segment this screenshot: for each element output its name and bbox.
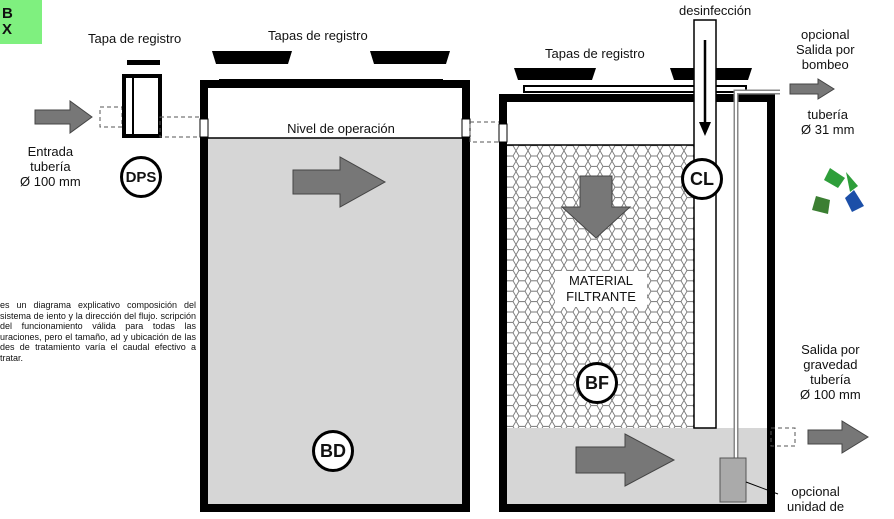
- corner-tag-line2: X: [2, 21, 13, 38]
- badge-dps: DPS: [120, 156, 162, 198]
- pump-outlet-arrow-icon: [789, 78, 835, 100]
- label-tapas-registro-bd: Tapas de registro: [268, 28, 368, 43]
- recycle-icon: [812, 168, 864, 214]
- label-gravity-outlet-3: tubería: [810, 372, 851, 387]
- down-arrow-icon: [699, 122, 711, 136]
- label-pump-outlet-1: opcional: [801, 27, 850, 42]
- inlet-pipe: [99, 106, 123, 128]
- label-optional-unit: opcional unidad de: [787, 484, 844, 514]
- label-tapa-registro: Tapa de registro: [88, 31, 182, 46]
- label-pipe-31: tubería Ø 31 mm: [801, 107, 854, 137]
- label-pump-outlet-3: bombeo: [801, 57, 849, 72]
- pump-unit: [719, 457, 747, 503]
- label-pump-outlet-2: Salida por: [796, 42, 855, 57]
- label-inlet-1: Entrada: [27, 144, 74, 159]
- label-gravity-outlet-1: Salida por: [801, 342, 860, 357]
- badge-bf: BF: [576, 362, 618, 404]
- label-inlet: Entrada tubería Ø 100 mm: [20, 144, 81, 189]
- badge-bd: BD: [312, 430, 354, 472]
- inlet-arrow-icon: [34, 100, 93, 134]
- label-nivel-operacion: Nivel de operación: [266, 121, 416, 137]
- label-gravity-outlet: Salida por gravedad tubería Ø 100 mm: [800, 342, 861, 402]
- badge-cl: CL: [681, 158, 723, 200]
- gravity-outlet-arrow-icon: [807, 420, 869, 454]
- tank-bd-walls: [200, 80, 470, 512]
- explanatory-note: es un diagrama explicativo composición d…: [0, 300, 196, 363]
- label-material-filtrante: MATERIAL FILTRANTE: [555, 271, 647, 307]
- tank-bf-walls: [499, 94, 775, 512]
- corner-tag-line1: B: [2, 5, 13, 22]
- dps-outlet-pipe: [159, 116, 201, 138]
- label-gravity-outlet-2: gravedad: [803, 357, 858, 372]
- tank-bd-lids: [212, 51, 450, 64]
- label-tapas-registro-bf: Tapas de registro: [545, 46, 645, 61]
- filter-arrow-icon: [560, 175, 632, 239]
- label-material-filtrante-1: MATERIAL: [568, 273, 634, 288]
- label-optional-unit-1: opcional: [791, 484, 840, 499]
- tank-bf-lids: [514, 68, 752, 80]
- flow-arrow-bd-icon: [292, 156, 387, 208]
- corner-tag: B X: [0, 0, 42, 44]
- label-material-filtrante-2: FILTRANTE: [566, 289, 636, 304]
- dps-lid: [127, 60, 160, 65]
- label-inlet-3: Ø 100 mm: [20, 174, 81, 189]
- label-pump-outlet: opcional Salida por bombeo: [796, 27, 855, 72]
- label-inlet-2: tubería: [30, 159, 71, 174]
- dps-chamber: [122, 74, 162, 138]
- label-desinfeccion: desinfección: [679, 3, 752, 18]
- label-pipe-31-1: tubería: [807, 107, 848, 122]
- flow-arrow-bf-icon: [575, 433, 676, 487]
- transfer-pipe: [469, 121, 503, 143]
- label-gravity-outlet-4: Ø 100 mm: [800, 387, 861, 402]
- label-optional-unit-2: unidad de: [787, 499, 845, 514]
- label-pipe-31-2: Ø 31 mm: [801, 122, 855, 137]
